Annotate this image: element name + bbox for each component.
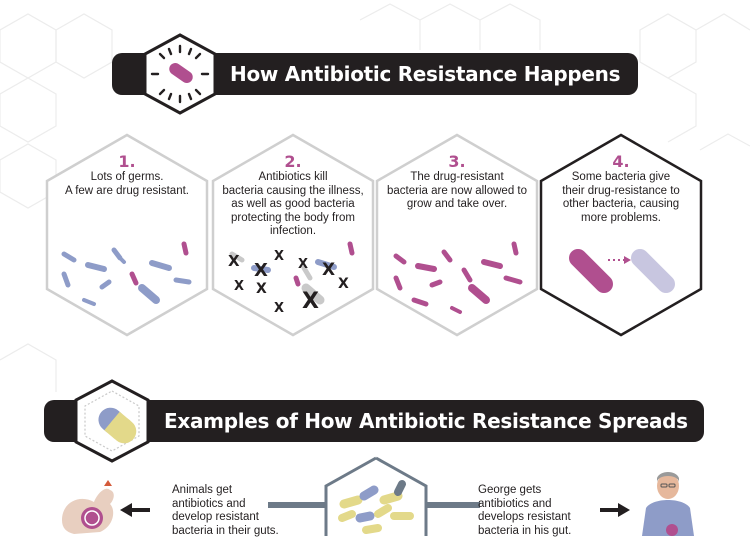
step-1-number: 1. — [118, 152, 136, 171]
step-2-text: Antibiotics kill bacteria causing the il… — [222, 171, 364, 237]
svg-text:X: X — [322, 260, 335, 280]
svg-text:X: X — [338, 276, 349, 292]
step-card-3 — [375, 133, 539, 337]
animals-text: Animals get antibiotics and develop resi… — [172, 484, 279, 537]
bacteria-group — [61, 241, 192, 306]
connector-left — [268, 502, 328, 508]
banner-resistance-spreads: Examples of How Antibiotic Resistance Sp… — [44, 400, 704, 442]
arrow-right-icon — [600, 503, 630, 517]
person-icon — [642, 472, 694, 536]
connector-right — [426, 502, 480, 508]
bacterium-clock-icon — [143, 33, 217, 115]
step-card-4 — [539, 133, 703, 337]
step-card-2: X X X X X X X X X X — [211, 133, 375, 337]
george-text: George gets antibiotics and develops res… — [478, 484, 572, 537]
svg-text:X: X — [256, 281, 267, 297]
step-4-text: Some bacteria give their drug-resistance… — [562, 171, 680, 224]
arrow-left-icon — [120, 503, 150, 517]
step-3-text: The drug-resistant bacteria are now allo… — [387, 171, 527, 210]
step-1-text: Lots of germs. A few are drug resistant. — [64, 171, 189, 197]
pills-icon — [324, 456, 428, 536]
svg-text:X: X — [302, 289, 319, 314]
step-card-1 — [45, 133, 209, 337]
x-mark-icon: X X X X X X X X X X — [228, 249, 349, 316]
banner-title: Examples of How Antibiotic Resistance Sp… — [164, 409, 688, 433]
svg-text:X: X — [274, 249, 284, 264]
svg-text:X: X — [274, 301, 284, 316]
banner-title: How Antibiotic Resistance Happens — [230, 62, 621, 86]
step-3-number: 3. — [448, 152, 466, 171]
svg-text:X: X — [298, 257, 308, 272]
step-2-number: 2. — [284, 152, 302, 171]
svg-text:X: X — [228, 252, 240, 270]
pill-capsule-icon — [74, 379, 150, 463]
svg-text:X: X — [254, 260, 268, 281]
chicken-icon — [62, 480, 114, 534]
svg-text:X: X — [234, 279, 244, 294]
step-4-number: 4. — [612, 152, 630, 171]
